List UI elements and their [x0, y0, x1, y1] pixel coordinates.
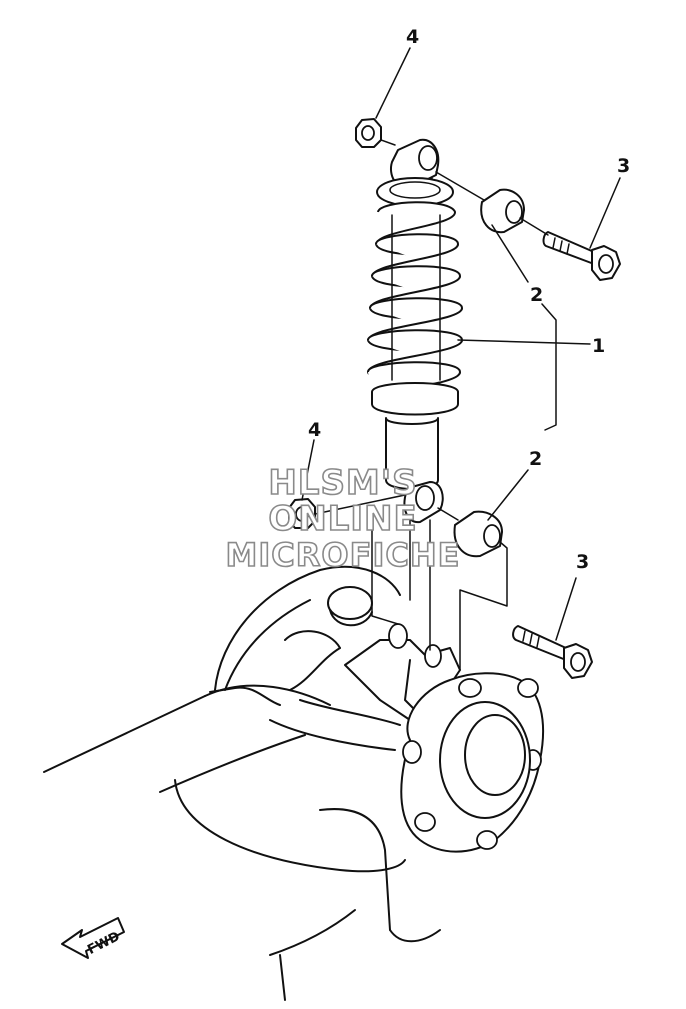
watermark-line1: HLSM'S — [268, 463, 417, 503]
watermark-line2: ONLINE — [268, 499, 417, 539]
leader-lines — [301, 47, 621, 641]
callout-bushing-lower: 2 — [529, 448, 542, 470]
callout-bolt-lower: 3 — [576, 551, 589, 573]
lower-bushing — [453, 510, 503, 558]
upper-nut — [355, 118, 396, 148]
upper-bushing — [480, 188, 525, 234]
lower-bolt — [512, 625, 593, 679]
callout-nut-upper: 4 — [406, 26, 419, 48]
callout-nut-lower: 4 — [308, 419, 321, 441]
callout-bushing-upper: 2 — [530, 284, 543, 306]
forward-arrow: FWD — [61, 917, 125, 959]
watermark: HLSM'S ONLINE MICROFICHE — [225, 462, 461, 575]
lower-nut — [288, 498, 316, 529]
watermark-line3: MICROFICHE — [226, 536, 461, 574]
callout-shock-absorber: 1 — [592, 335, 605, 357]
callout-bolt-upper: 3 — [617, 155, 630, 177]
upper-bolt — [542, 231, 621, 281]
assembly-lines — [314, 171, 549, 671]
shock-absorber — [367, 138, 463, 524]
wheel-hub-flange — [400, 672, 544, 853]
rear-axle-housing — [43, 565, 461, 1001]
